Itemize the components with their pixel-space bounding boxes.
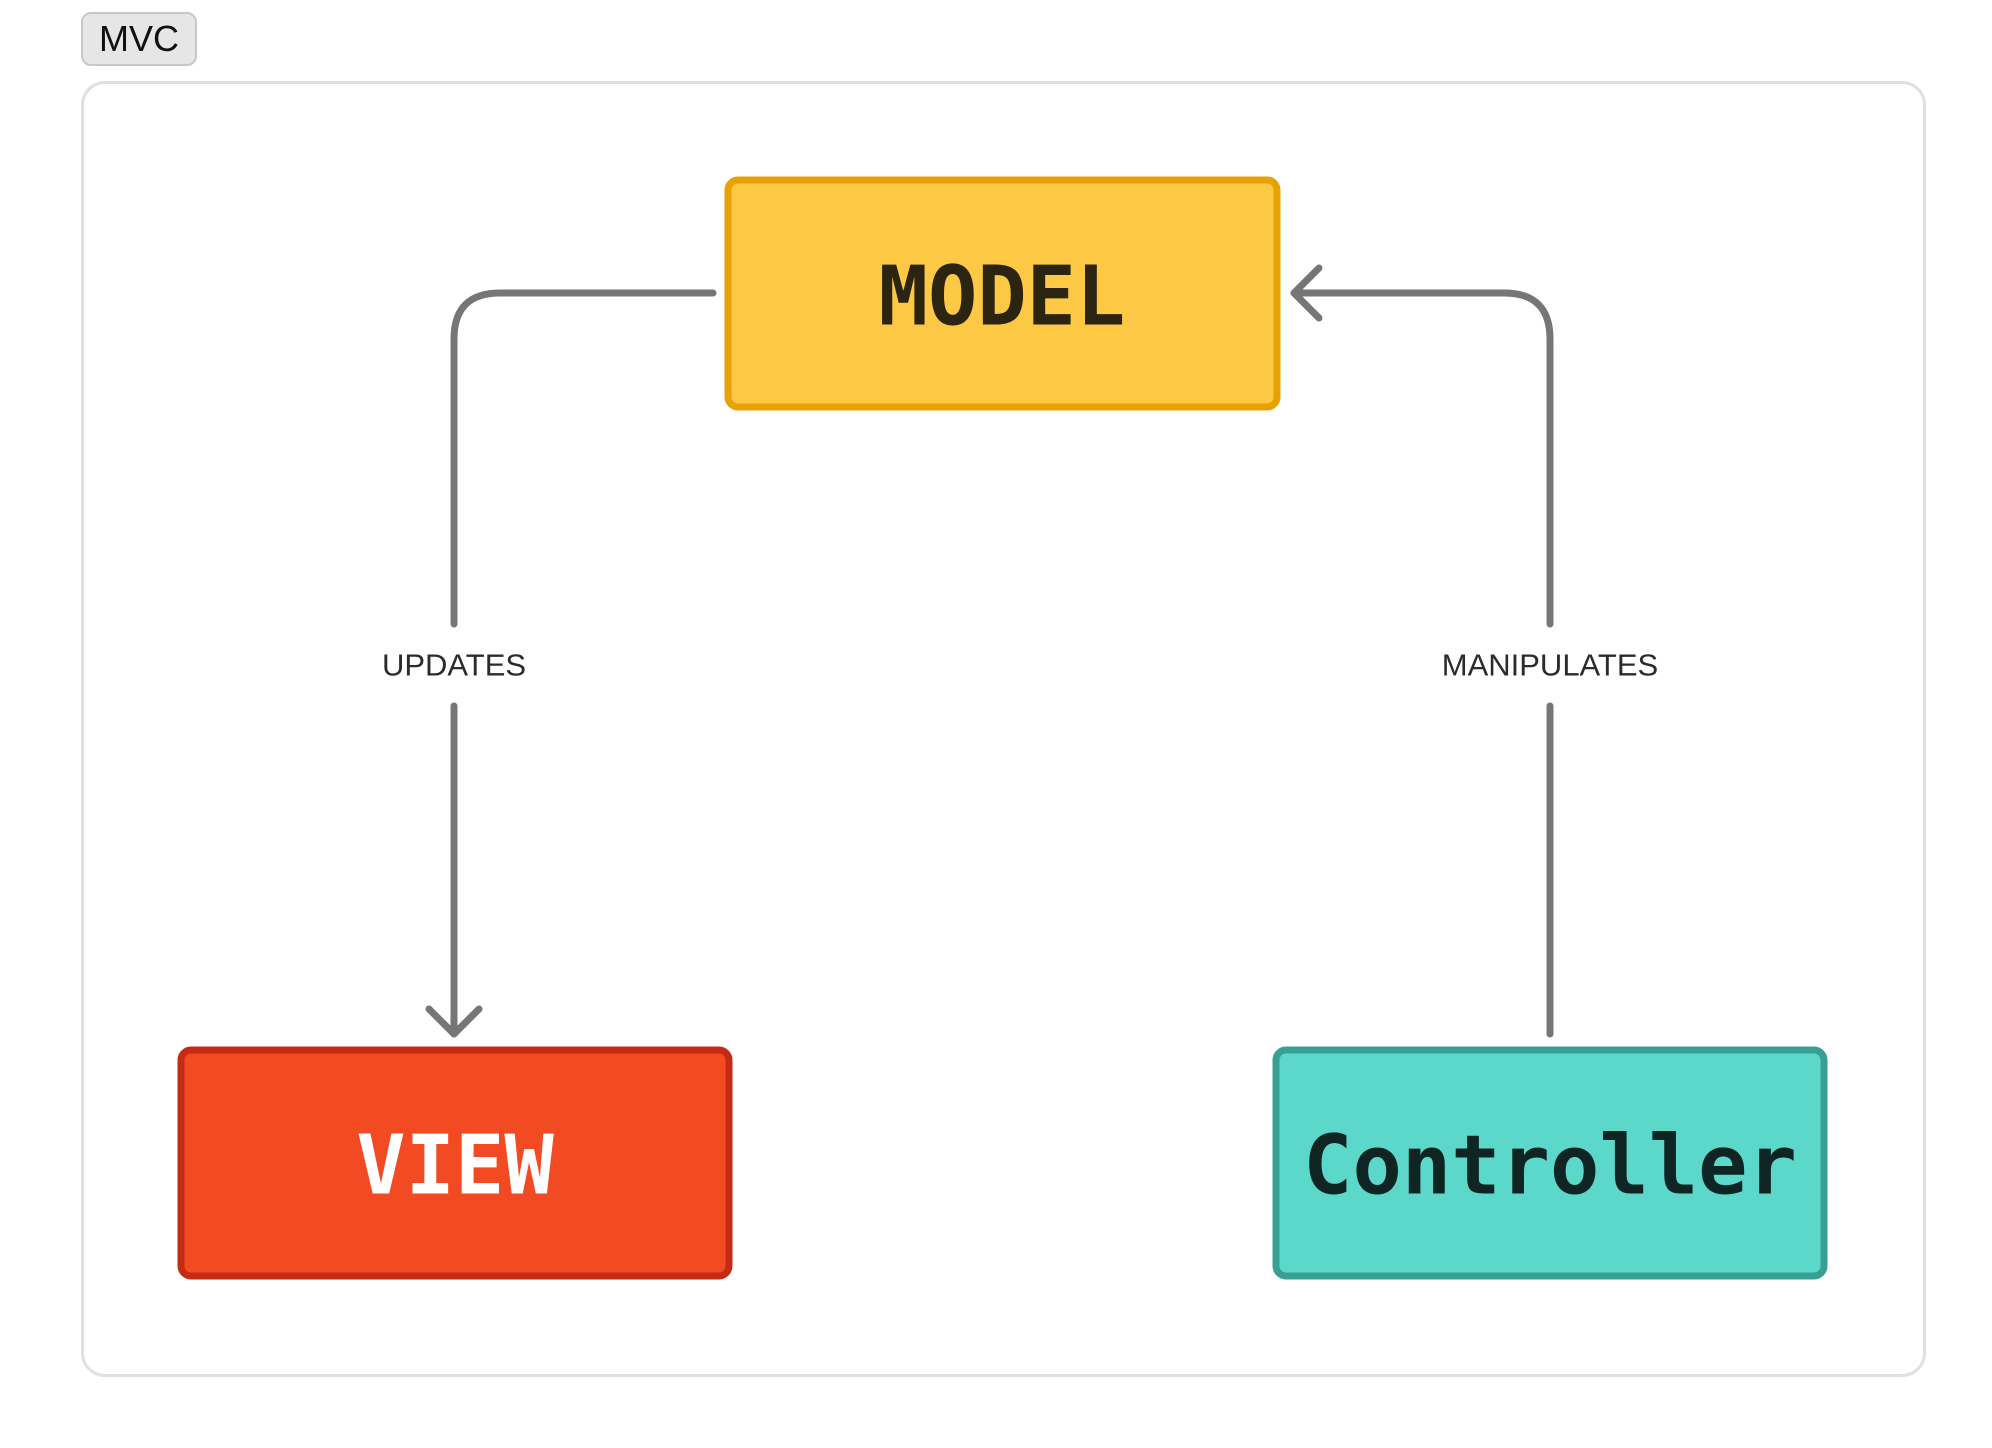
node-view[interactable]: VIEW <box>177 1046 733 1280</box>
arrowhead-down-icon <box>425 1005 483 1038</box>
node-model-label: MODEL <box>879 250 1126 345</box>
edge-updates-label: UPDATES <box>382 648 526 683</box>
edge-manipulates[interactable]: MANIPULATES <box>1290 264 1658 1038</box>
node-controller-label: Controller <box>1303 1119 1797 1214</box>
node-view-box <box>177 1046 733 1280</box>
node-controller[interactable]: Controller <box>1272 1046 1828 1280</box>
node-model-box <box>724 176 1281 411</box>
node-view-label: VIEW <box>356 1119 554 1214</box>
edge-manipulates-line-upper <box>1290 289 1554 628</box>
edge-updates[interactable]: UPDATES <box>382 289 717 1038</box>
edge-manipulates-label: MANIPULATES <box>1442 648 1658 683</box>
arrowhead-left-icon <box>1290 264 1323 322</box>
frame-label[interactable]: MVC <box>81 12 197 66</box>
edge-updates-line <box>450 289 717 628</box>
node-model[interactable]: MODEL <box>724 176 1281 411</box>
node-controller-box <box>1272 1046 1828 1280</box>
